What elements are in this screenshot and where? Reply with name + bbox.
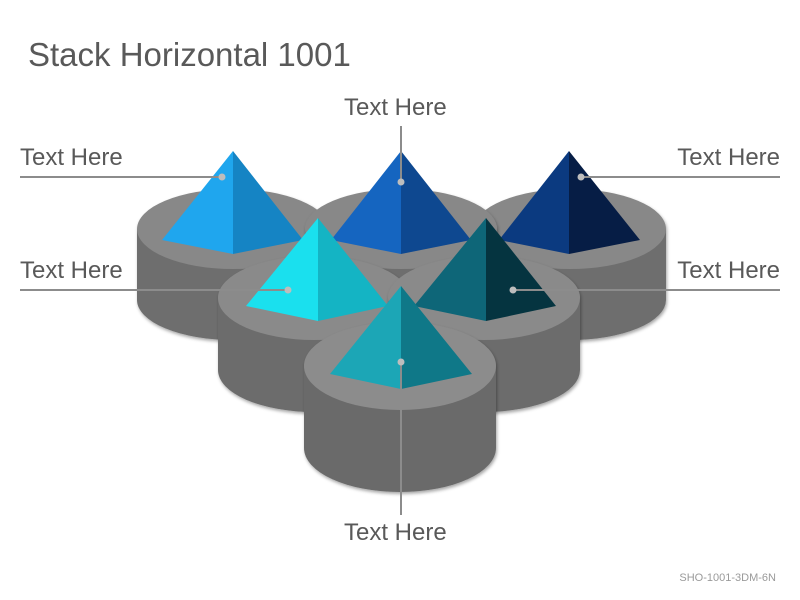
connector-bottom-center <box>397 358 405 515</box>
connector-top-left <box>20 173 226 181</box>
pyramid-teal <box>330 286 472 389</box>
connector-mid-right <box>509 286 780 294</box>
pyramid-cyan <box>246 218 388 321</box>
label-mid-left: Text Here <box>20 257 123 284</box>
page-title: Stack Horizontal 1001 <box>28 36 351 73</box>
connector-mid-left <box>20 286 292 294</box>
label-top-left: Text Here <box>20 144 123 171</box>
label-top-right: Text Here <box>677 144 780 171</box>
label-bottom-center: Text Here <box>344 519 447 546</box>
label-top-center: Text Here <box>344 94 447 121</box>
label-mid-right: Text Here <box>677 257 780 284</box>
pyramid-royal-blue <box>331 151 471 254</box>
connector-top-right <box>577 173 780 181</box>
pyramid-dark-teal <box>414 218 556 321</box>
connector-top-center <box>397 126 405 186</box>
footer-code: SHO-1001-3DM-6N <box>679 572 776 584</box>
